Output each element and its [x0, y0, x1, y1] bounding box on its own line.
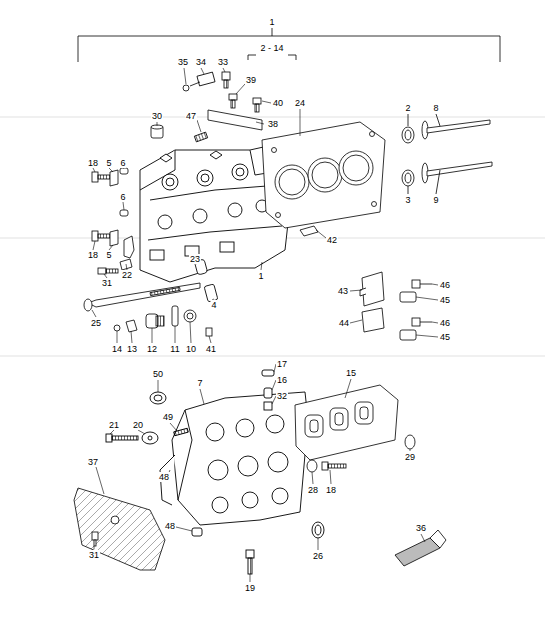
callout-number: 1 [268, 17, 275, 27]
callout-number: 22 [121, 270, 133, 280]
callout-number: 11 [169, 344, 180, 354]
callout-number: 34 [195, 57, 207, 67]
callout-number: 38 [267, 119, 279, 129]
sensor-parts [151, 72, 262, 142]
callout-number: 15 [345, 368, 357, 378]
callout-number: 35 [177, 57, 189, 67]
callout-number: 46 [439, 280, 451, 290]
callout-number: 2 - 14 [259, 43, 284, 53]
callout-number: 10 [185, 344, 197, 354]
callout-number: 17 [276, 359, 288, 369]
callout-number: 48 [164, 521, 176, 531]
callout-number: 16 [276, 375, 288, 385]
callout-number: 29 [404, 452, 416, 462]
callout-number: 49 [162, 412, 174, 422]
callout-number: 45 [439, 295, 451, 305]
callout-number: 30 [151, 111, 163, 121]
callout-number: 12 [146, 344, 158, 354]
heat-shield [74, 488, 165, 570]
callout-number: 6 [119, 158, 126, 168]
callout-number: 21 [108, 420, 120, 430]
callout-number: 7 [196, 378, 203, 388]
callout-number: 14 [111, 344, 123, 354]
callout-number: 6 [119, 192, 126, 202]
callout-number: 19 [244, 583, 256, 593]
callout-number: 13 [126, 344, 138, 354]
sealant-tube [395, 530, 446, 566]
callout-number: 23 [189, 254, 201, 264]
callout-number: 18 [325, 485, 337, 495]
callout-number: 18 [87, 158, 99, 168]
fasteners [84, 168, 318, 336]
assembly-bracket [78, 28, 500, 62]
callout-number: 47 [185, 111, 197, 121]
callout-number: 36 [415, 523, 427, 533]
callout-number: 39 [245, 75, 257, 85]
callout-number: 44 [338, 318, 350, 328]
callout-number: 8 [432, 103, 439, 113]
callout-number: 9 [432, 195, 439, 205]
callout-number: 1 [257, 271, 264, 281]
callout-number: 5 [105, 250, 112, 260]
callout-number: 45 [439, 332, 451, 342]
intake-gasket [295, 385, 415, 472]
callout-number: 46 [439, 318, 451, 328]
callout-number: 31 [101, 278, 113, 288]
callout-number: 50 [152, 369, 164, 379]
callout-number: 33 [217, 57, 229, 67]
valves [402, 114, 492, 194]
callout-number: 40 [272, 98, 284, 108]
callout-number: 26 [312, 551, 324, 561]
callout-number: 31 [88, 550, 100, 560]
callout-number: 18 [87, 250, 99, 260]
head-gasket [262, 122, 385, 228]
callout-number: 41 [205, 344, 217, 354]
callout-number: 28 [307, 485, 319, 495]
callout-number: 25 [90, 318, 102, 328]
section-rule [0, 117, 545, 356]
leader-lines [92, 68, 438, 582]
callout-number: 5 [105, 158, 112, 168]
callout-number: 4 [210, 300, 217, 310]
callout-number: 37 [87, 457, 99, 467]
callout-number: 48 [158, 472, 170, 482]
callout-number: 32 [276, 391, 288, 401]
callout-number: 3 [404, 195, 411, 205]
callout-number: 2 [404, 103, 411, 113]
callout-number: 43 [337, 286, 349, 296]
callout-number: 42 [326, 235, 338, 245]
callout-number: 20 [132, 420, 144, 430]
brackets [360, 272, 432, 340]
callout-number: 24 [294, 98, 306, 108]
